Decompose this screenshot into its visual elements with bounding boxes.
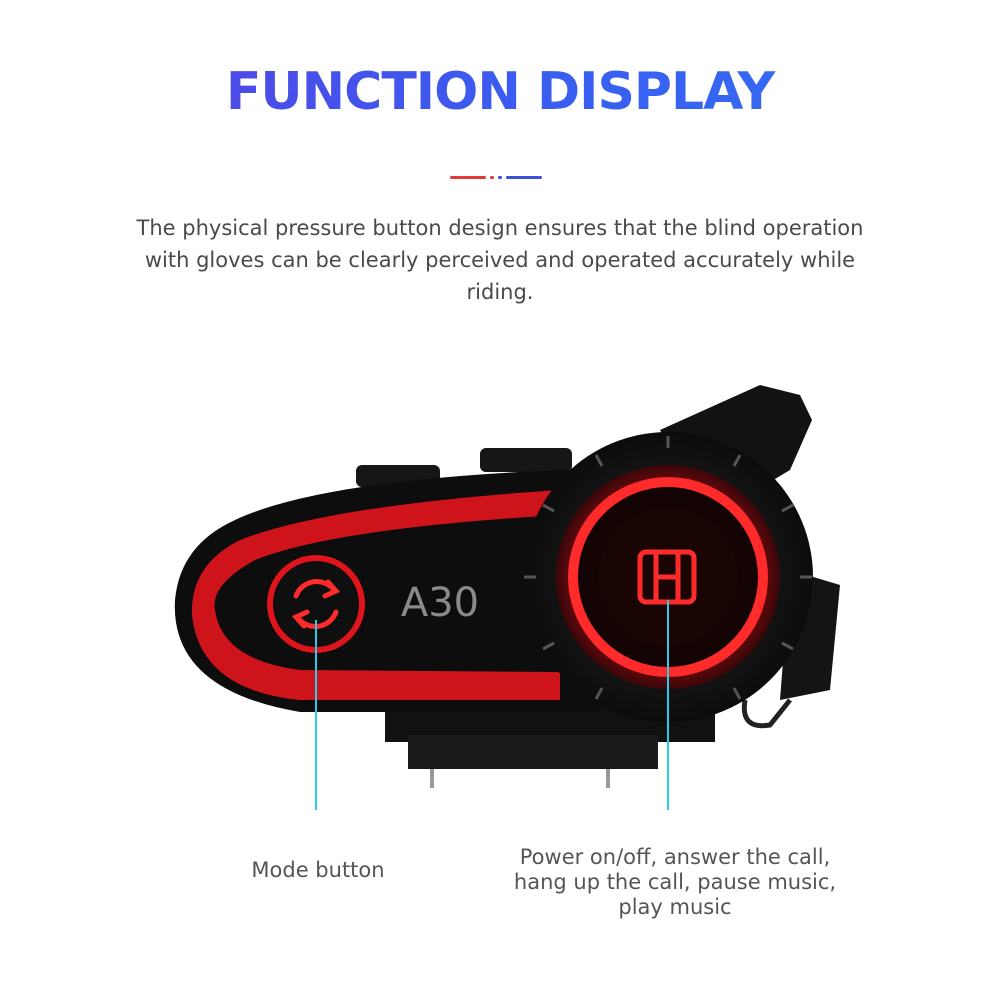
title-divider	[450, 175, 542, 181]
led-strip	[191, 490, 560, 700]
power-label-line: play music	[618, 895, 732, 919]
mode-button-label: Mode button	[251, 858, 385, 882]
refresh-cycle-icon	[291, 579, 341, 629]
mode-callout	[315, 620, 317, 810]
description-text: The physical pressure button design ensu…	[136, 216, 864, 304]
power-button-label: Power on/off, answer the call, hang up t…	[490, 845, 860, 920]
page-title: FUNCTION DISPLAY	[0, 62, 1000, 122]
top-button-right[interactable]	[480, 448, 572, 472]
power-label-line: Power on/off, answer the call,	[519, 845, 831, 869]
power-callout	[667, 600, 669, 810]
power-label-line: hang up the call, pause music,	[513, 870, 837, 894]
intercom-device: A30	[174, 385, 840, 810]
model-label: A30	[401, 580, 479, 626]
dial-ridges	[524, 436, 812, 700]
